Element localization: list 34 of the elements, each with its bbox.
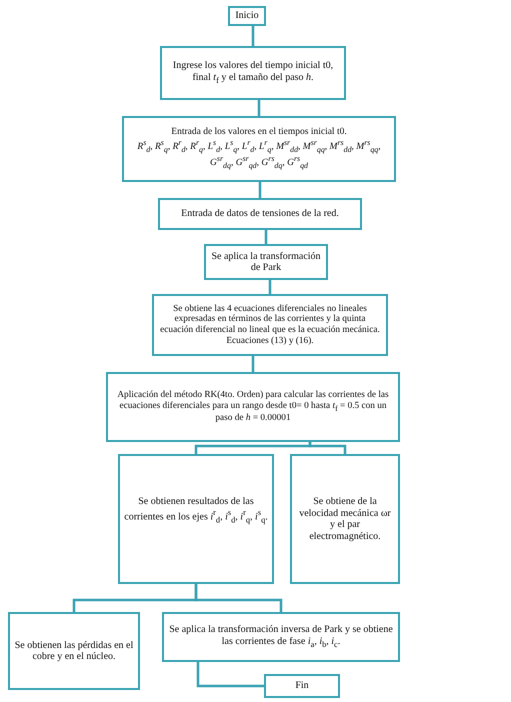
connector-line <box>258 100 260 116</box>
box-text: Fin <box>295 680 309 692</box>
process-box <box>264 674 340 698</box>
box-text: Inicio <box>235 10 259 22</box>
box-text: Se obtiene las 4 ecuaciones diferenciales no lineales expresadas en términos de las corrientes y la quinta ecuación diferencial no lineal que es la ecuación mecánica. Ecuaciones (13) y (16). <box>159 304 381 346</box>
connector-line <box>268 280 272 294</box>
connector-line <box>308 442 346 454</box>
process-box <box>158 198 362 230</box>
connector-line <box>194 584 282 612</box>
box-text: Se obtienen las pérdidas en el cobre y en el núcleo. <box>14 640 134 662</box>
process-box <box>122 116 396 182</box>
box-text: Se obtiene de la velocidad mecánica ωr y el par electromagnético. <box>298 496 392 542</box>
process-box <box>228 6 266 26</box>
process-box <box>118 454 274 584</box>
process-box <box>162 612 400 662</box>
process-box <box>160 46 346 100</box>
box-text: Entrada de los valores en el tiempos inicial t0. <box>171 127 347 138</box>
process-box <box>204 244 328 280</box>
connector-line <box>196 662 264 688</box>
process-box <box>8 612 140 690</box>
connector-line <box>194 442 312 454</box>
box-text: Se aplica la transformación inversa de Park y se obtiene las corrientes de fase i$_{a}$, i$_{b}$, i$_{c}$. <box>168 624 394 650</box>
box-text: Se aplica la transformación de Park <box>210 250 322 274</box>
box-text: Se obtienen resultados de las corrientes en los ejes i$^{r}$$_{d}$, i$^{s}$$_{d}$, i$^{r}$$_{q}$, i$^{s}$$_{q}$. <box>124 496 268 524</box>
box-text: Aplicación del método RK(4to. Orden) para calcular las corrientes de las ecuaciones diferenciales para un rango desde t0= 0 hasta t$_{f}$ = 0.5 con un paso de h = 0.00001 <box>116 390 390 424</box>
connector-line <box>264 230 268 244</box>
process-box <box>152 294 388 356</box>
connector-line <box>258 182 262 198</box>
connector-line <box>252 356 254 372</box>
box-text: Ingrese los valores del tiempo inicial t0, final t$_{f}$ y el tamaño del paso h. <box>172 60 334 86</box>
connector-line <box>252 26 254 46</box>
box-text: Entrada de datos de tensiones de la red. <box>181 208 339 220</box>
process-box <box>106 372 400 442</box>
process-box <box>290 454 400 584</box>
